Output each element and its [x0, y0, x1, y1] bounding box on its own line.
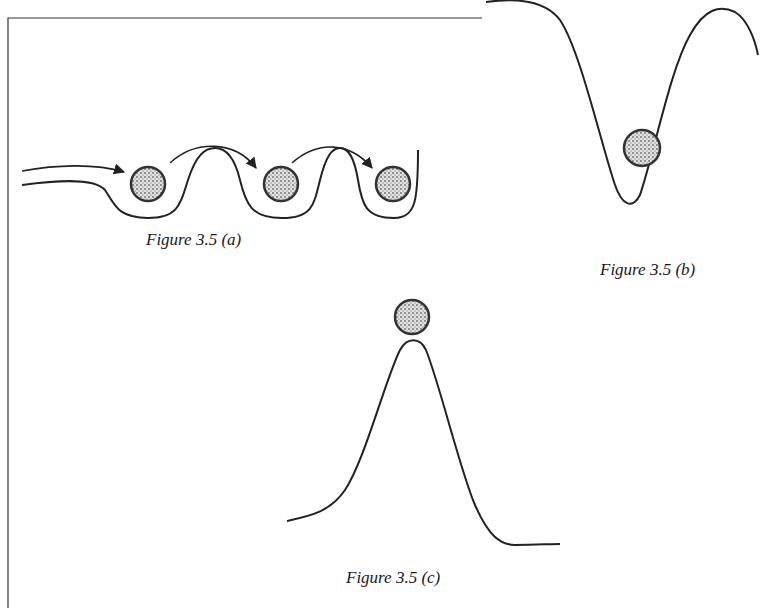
ball	[624, 130, 660, 166]
well-profile	[486, 0, 758, 203]
frame-line	[8, 18, 482, 608]
well-profile	[22, 148, 418, 218]
ball	[395, 300, 429, 334]
hop-arrow	[170, 146, 256, 168]
ball	[264, 167, 298, 201]
hop-arrow	[292, 147, 372, 168]
hop-arrow	[22, 166, 124, 172]
hill-profile	[287, 340, 560, 545]
ball	[131, 167, 165, 201]
ball	[376, 167, 410, 201]
figure-caption: Figure 3.5 (b)	[600, 260, 695, 280]
figure-caption: Figure 3.5 (c)	[346, 568, 440, 588]
figure-caption: Figure 3.5 (a)	[146, 230, 241, 250]
